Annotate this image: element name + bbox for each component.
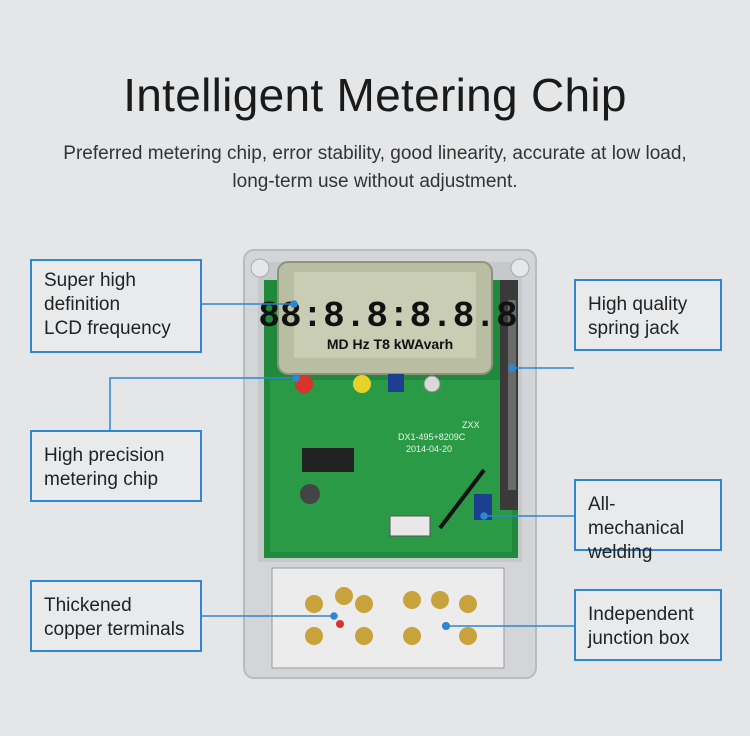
callout-jack-line-1: High quality (588, 294, 688, 315)
callout-copper-line-1: Thickened (44, 595, 132, 616)
welding-point (474, 494, 492, 520)
callout-chip: High precision metering chip (30, 430, 202, 502)
pcb-label-2: 2014-04-20 (406, 444, 452, 454)
callout-chip-line-1: High precision (44, 445, 165, 466)
callout-welding-line-1: All-mechanical (588, 494, 685, 539)
copper-terminals (305, 587, 477, 645)
callout-chip-line-2: metering chip (44, 469, 159, 490)
lcd-units: MD Hz T8 kWAvarh (327, 336, 453, 352)
callout-lcd-line-3: LCD frequency (44, 318, 171, 339)
pcb-label-1: DX1-495+8209C (398, 432, 466, 442)
terminal-block (271, 567, 505, 669)
yellow-led (353, 375, 371, 393)
callout-welding-line-2: welding (588, 542, 653, 563)
callout-lcd-line-2: definition (44, 294, 121, 315)
callout-lcd-line-1: Super high (44, 270, 136, 291)
capacitor (300, 484, 320, 504)
lcd-digits: 88:8.8:8.8.8 (258, 296, 517, 337)
callout-jack-line-2: spring jack (588, 318, 679, 339)
callout-jack: High quality spring jack (574, 279, 722, 351)
page-subtitle: Preferred metering chip, error stability… (63, 143, 687, 192)
page-title: Intelligent Metering Chip (123, 69, 627, 121)
metering-chip (302, 448, 354, 472)
pcb-label-3: ZXX (462, 420, 480, 430)
callout-junction: Independent junction box (574, 589, 722, 661)
callout-junction-line-2: junction box (588, 628, 690, 649)
callout-welding: All-mechanical welding (574, 479, 722, 563)
lcd-screen (294, 272, 476, 358)
red-led (295, 375, 313, 393)
white-led (423, 375, 441, 393)
callout-lcd: Super high definition LCD frequency (30, 259, 202, 353)
ir-sensor (388, 374, 404, 392)
callout-copper: Thickened copper terminals (30, 580, 202, 652)
screw-hole (510, 258, 530, 278)
callout-copper-line-2: copper terminals (44, 619, 185, 640)
screw-hole (250, 258, 270, 278)
relay-chip (389, 515, 431, 537)
callout-junction-line-1: Independent (588, 604, 694, 625)
